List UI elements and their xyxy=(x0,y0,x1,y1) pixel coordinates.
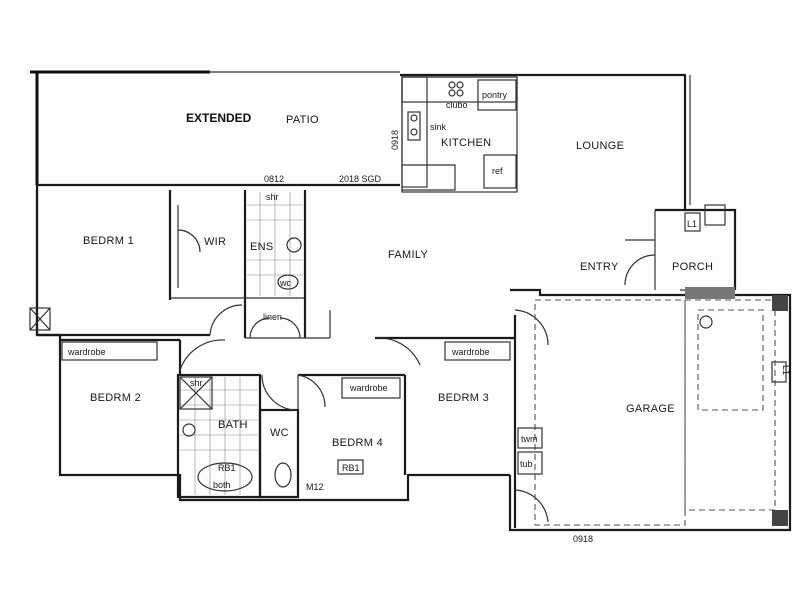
linen-label: linen xyxy=(263,312,282,322)
lounge-label: LOUNGE xyxy=(576,140,624,152)
bath-shower-label: shr xyxy=(190,378,203,388)
bathroom-walls xyxy=(176,373,300,499)
bedroom1-walls xyxy=(37,190,330,339)
bath-wc-label: WC xyxy=(270,427,289,439)
cupboard-label: clubo xyxy=(446,100,468,110)
kitchen-window-0918-label: 0918 xyxy=(390,130,400,150)
entry-label: ENTRY xyxy=(580,261,619,273)
bedroom1-label: BEDRM 1 xyxy=(83,235,134,247)
garage-l1-label: L1 xyxy=(781,365,791,375)
porch-area xyxy=(624,204,735,299)
hallway-walls xyxy=(60,310,515,375)
bedroom4-walls xyxy=(297,373,407,475)
wardrobe-bedroom2-label: wardrobe xyxy=(67,347,106,357)
bedroom3-label: BEDRM 3 xyxy=(438,392,489,404)
ensuite-shower-label: shr xyxy=(266,192,279,202)
sink-label: sink xyxy=(430,122,447,132)
ensuite-wc-label: wc xyxy=(279,278,291,288)
wardrobe-bedroom3-label: wardrobe xyxy=(451,347,490,357)
ref-label: ref xyxy=(492,166,503,176)
patio-area xyxy=(30,70,400,187)
wir-label: WIR xyxy=(204,236,226,248)
ensuite-tiles xyxy=(247,192,303,296)
ensuite-label: ENS xyxy=(250,241,274,253)
bedroom4-label: BEDRM 4 xyxy=(332,437,383,449)
both-label: both xyxy=(213,480,231,490)
twm-label: twm xyxy=(521,434,538,444)
meter-box-icon xyxy=(29,307,51,331)
kitchen-label: KITCHEN xyxy=(441,137,491,149)
m12-label: M12 xyxy=(306,482,324,492)
bath-label: BATH xyxy=(218,419,248,431)
patio-label: PATIO xyxy=(286,114,319,126)
tub-label: tub xyxy=(520,459,533,469)
sgd-2018-label: 2018 SGD xyxy=(339,174,382,184)
garage-label: GARAGE xyxy=(626,403,675,415)
family-label: FAMILY xyxy=(388,249,428,261)
bath-rb1-label: RB1 xyxy=(218,463,236,473)
bedroom2-label: BEDRM 2 xyxy=(90,392,141,404)
wardrobe-bedroom4-label: wardrobe xyxy=(349,383,388,393)
outer-walls xyxy=(35,73,792,532)
extended-label: EXTENDED xyxy=(186,111,252,125)
garage-window-0918-label: 0918 xyxy=(573,534,593,544)
kitchen-area xyxy=(401,76,518,193)
bedroom4-rb1-label: RB1 xyxy=(342,463,360,473)
window-0812-label: 0812 xyxy=(264,174,284,184)
porch-l1-label: L1 xyxy=(687,219,697,229)
pantry-label: pontry xyxy=(482,90,508,100)
porch-label: PORCH xyxy=(672,261,713,273)
garage-walls xyxy=(513,295,788,528)
